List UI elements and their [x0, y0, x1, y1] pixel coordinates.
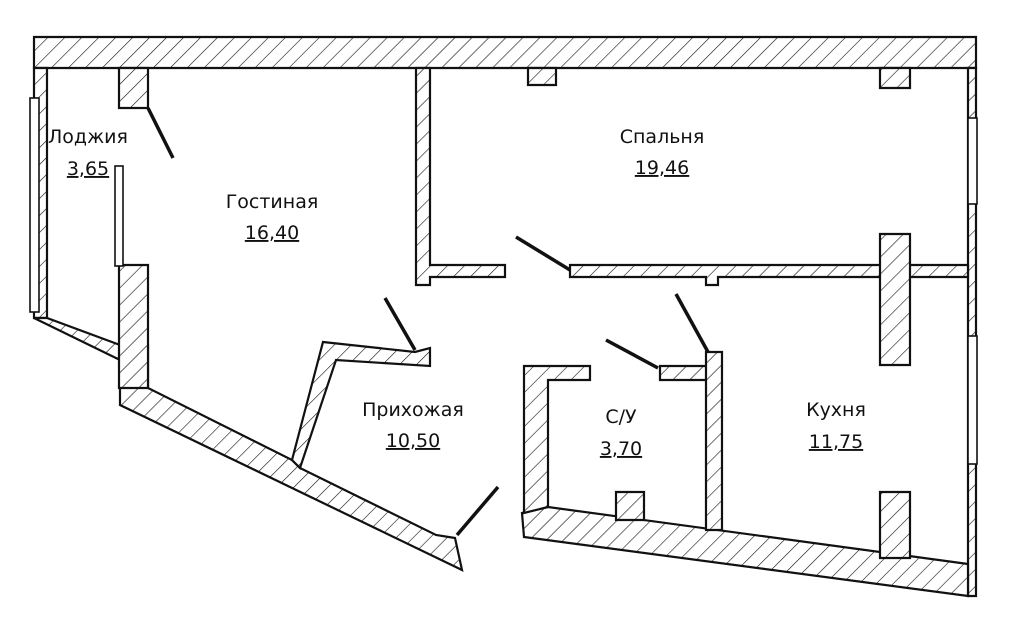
wall-hall-jog	[290, 340, 432, 471]
label-bedroom-name: Спальня	[620, 126, 705, 148]
wall-bath-right	[704, 350, 724, 532]
wall-stub-2	[878, 66, 912, 90]
label-hall-name: Прихожая	[362, 399, 464, 421]
label-loggia-name: Лоджия	[48, 126, 128, 148]
wall-loggia-bottom	[33, 316, 122, 362]
wall-column-top-left	[117, 66, 150, 110]
label-kitchen-area: 11,75	[809, 431, 863, 453]
door-bath	[605, 338, 659, 370]
window-kitchen	[967, 335, 978, 465]
wall-bottom-left	[118, 343, 464, 572]
label-bath-name: С/У	[605, 406, 637, 428]
label-hall-area: 10,50	[386, 430, 440, 452]
wall-column-kitchen	[878, 232, 912, 367]
door-living	[146, 107, 175, 159]
wall-living-bedroom	[414, 66, 507, 287]
label-bedroom-area: 19,46	[635, 157, 689, 179]
wall-bedroom-bottom	[568, 263, 970, 287]
wall-stub-1	[526, 66, 558, 87]
wall-loggia-partition	[117, 263, 150, 390]
label-loggia-area: 3,65	[67, 158, 109, 180]
wall-top	[32, 35, 978, 70]
door-entrance	[455, 485, 500, 537]
wall-bath-left	[522, 364, 592, 515]
wall-bath-stub	[614, 490, 646, 522]
door-hall-living	[383, 297, 417, 351]
label-bath-area: 3,70	[600, 438, 642, 460]
window-loggia-inner	[114, 165, 124, 267]
door-kitchen	[674, 293, 710, 353]
label-kitchen-name: Кухня	[806, 399, 866, 421]
label-living-area: 16,40	[245, 222, 299, 244]
window-bedroom	[967, 117, 978, 205]
door-bedroom	[515, 235, 571, 272]
label-living-name: Гостиная	[226, 191, 319, 213]
wall-kitchen-stub	[878, 490, 912, 560]
window-loggia	[29, 97, 40, 313]
